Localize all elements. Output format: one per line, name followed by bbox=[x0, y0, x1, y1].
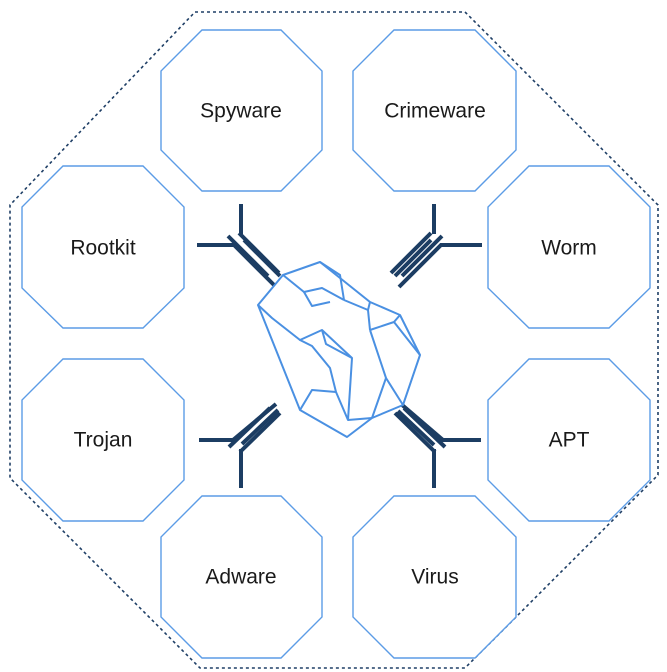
virus-octagon bbox=[352, 495, 517, 659]
connector-worm bbox=[393, 238, 482, 289]
node-rootkit: Rootkit bbox=[21, 165, 185, 329]
crimeware-label: Crimeware bbox=[384, 100, 486, 123]
outer-boundary bbox=[9, 11, 659, 669]
spyware-label: Spyware bbox=[200, 100, 282, 123]
connector-adware bbox=[227, 406, 282, 488]
apt-octagon bbox=[487, 358, 651, 522]
node-trojan: Trojan bbox=[21, 358, 185, 522]
node-adware: Adware bbox=[160, 495, 323, 659]
apt-label: APT bbox=[549, 429, 590, 452]
trojan-label: Trojan bbox=[74, 429, 133, 452]
node-apt: APT bbox=[487, 358, 651, 522]
node-virus: Virus bbox=[352, 495, 517, 659]
virus-label: Virus bbox=[411, 566, 458, 589]
fist-icon bbox=[257, 261, 421, 438]
connectors bbox=[197, 204, 482, 488]
rootkit-label: Rootkit bbox=[70, 237, 136, 260]
spyware-octagon bbox=[160, 29, 323, 192]
connector-rootkit bbox=[197, 238, 282, 289]
worm-octagon bbox=[487, 165, 651, 329]
trojan-octagon bbox=[21, 358, 185, 522]
connector-virus bbox=[393, 406, 447, 488]
node-spyware: Spyware bbox=[160, 29, 323, 192]
worm-label: Worm bbox=[541, 237, 597, 260]
node-crimeware: Crimeware bbox=[352, 29, 517, 192]
connector-crimeware bbox=[389, 204, 444, 278]
crimeware-octagon bbox=[352, 29, 517, 192]
connector-apt bbox=[396, 402, 481, 447]
adware-octagon bbox=[160, 495, 323, 659]
node-worm: Worm bbox=[487, 165, 651, 329]
adware-label: Adware bbox=[205, 566, 276, 589]
rootkit-octagon bbox=[21, 165, 185, 329]
